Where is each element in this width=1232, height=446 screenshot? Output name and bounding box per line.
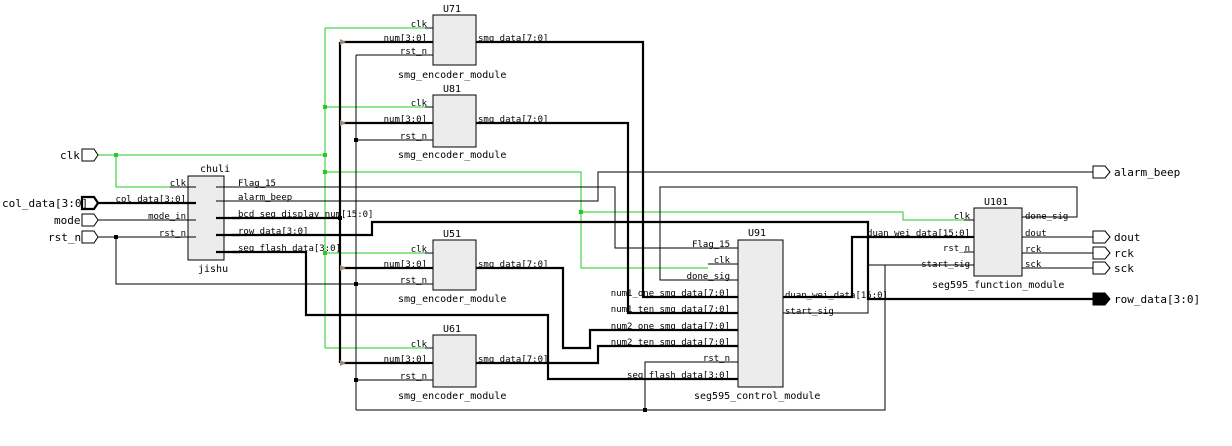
pin-label: num2_ten_smg_data[7:0] — [611, 338, 730, 348]
signal-nets — [98, 54, 1093, 412]
dout-port-label: dout — [1114, 231, 1141, 244]
pin-label: duan_wei_data[15:0] — [785, 291, 888, 301]
block-jishu[interactable]: chuli clk col_data[3:0] mode_in rst_n Fl… — [116, 164, 374, 275]
pin-label: num[3:0] — [384, 34, 427, 44]
block-module-name: smg_encoder_module — [398, 294, 506, 305]
pin-label: done_sig — [687, 272, 730, 282]
pin-label: clk — [954, 212, 971, 222]
block-instance-name: U71 — [443, 4, 461, 15]
pin-label: smg_data[7:0] — [478, 115, 548, 125]
pin-label: col_data[3:0] — [116, 195, 186, 205]
alarm-beep-port-symbol — [1092, 165, 1111, 179]
pin-label: smg_data[7:0] — [478, 355, 548, 365]
block-instance-name: U101 — [984, 197, 1008, 208]
pin-label: alarm_beep — [238, 193, 292, 203]
block-u81[interactable]: U81 clk num[3:0] rst_n smg_data[7:0] smg… — [384, 84, 549, 161]
rck-port-label: rck — [1114, 247, 1134, 260]
pin-label: num[3:0] — [384, 260, 427, 270]
pin-label: start_sig — [785, 307, 834, 317]
pin-label: clk — [714, 256, 731, 266]
block-module-name: seg595_function_module — [932, 280, 1064, 291]
pin-label: rst_n — [400, 372, 427, 382]
input-ports: clk col_data[3:0] mode rst_n — [2, 148, 100, 244]
block-module-name: smg_encoder_module — [398, 391, 506, 402]
pin-label: mode_in — [148, 212, 186, 222]
col-data-port-symbol — [80, 195, 100, 211]
dout-port-symbol — [1092, 230, 1111, 244]
pin-label: rst_n — [400, 47, 427, 57]
pin-label: done_sig — [1025, 212, 1068, 222]
pin-label: num1_one_smg_data[7:0] — [611, 289, 730, 299]
row-data-port-symbol — [1092, 292, 1111, 306]
pin-label: clk — [411, 245, 428, 255]
bus-nets — [98, 39, 1093, 381]
block-u51[interactable]: U51 clk num[3:0] rst_n smg_data[7:0] smg… — [384, 229, 549, 305]
block-u61[interactable]: U61 clk num[3:0] rst_n smg_data[7:0] smg… — [384, 324, 549, 402]
clock-net — [98, 27, 964, 349]
mode-port-symbol — [81, 213, 99, 227]
sck-port-symbol — [1092, 261, 1111, 275]
pin-label: rst_n — [400, 132, 427, 142]
pin-label: rst_n — [159, 229, 186, 239]
rst-n-port-label: rst_n — [48, 231, 81, 244]
pin-label: start_sig — [921, 260, 970, 270]
block-instance-name: U51 — [443, 229, 461, 240]
block-u71[interactable]: U71 clk num[3:0] rst_n smg_data[7:0] smg… — [384, 4, 549, 81]
alarm-beep-port-label: alarm_beep — [1114, 166, 1180, 179]
output-ports: alarm_beep dout rck sck row_data[3:0] — [1092, 165, 1200, 306]
pin-label: rst_n — [703, 354, 730, 364]
mode-port-label: mode — [54, 214, 81, 227]
block-u91[interactable]: U91 Flag_15 clk done_sig num1_one_smg_da… — [611, 228, 888, 402]
pin-label: num1_ten_smg_data[7:0] — [611, 305, 730, 315]
pin-label: sck — [1025, 260, 1042, 270]
block-module-name: jishu — [198, 264, 228, 275]
pin-label: dout — [1025, 229, 1047, 239]
col-data-port-label: col_data[3:0] — [2, 197, 88, 210]
pin-label: Flag_15 — [238, 179, 276, 189]
block-module-name: smg_encoder_module — [398, 70, 506, 81]
pin-label: Flag_15 — [692, 240, 730, 250]
rst-n-port-symbol — [81, 230, 99, 244]
pin-label: rst_n — [943, 244, 970, 254]
clk-port-label: clk — [60, 149, 80, 162]
pin-label: clk — [411, 20, 428, 30]
clk-port-symbol — [81, 148, 99, 162]
pin-label: clk — [411, 340, 428, 350]
pin-label: seg_flash_data[3:0] — [238, 244, 341, 254]
block-u101[interactable]: U101 clk duan_wei_data[15:0] rst_n start… — [867, 197, 1068, 291]
pin-label: num[3:0] — [384, 355, 427, 365]
block-instance-name: chuli — [200, 164, 230, 175]
pin-label: rck — [1025, 245, 1042, 255]
rck-port-symbol — [1092, 246, 1111, 260]
pin-label: clk — [170, 179, 187, 189]
pin-label: seg_flash_data[3:0] — [627, 371, 730, 381]
pin-label: smg_data[7:0] — [478, 260, 548, 270]
pin-label: row_data[3:0] — [238, 227, 308, 237]
pin-label: rst_n — [400, 276, 427, 286]
pin-label: smg_data[7:0] — [478, 34, 548, 44]
block-module-name: seg595_control_module — [694, 391, 820, 402]
pin-label: clk — [411, 99, 428, 109]
pin-label: num2_one_smg_data[7:0] — [611, 322, 730, 332]
block-instance-name: U91 — [748, 228, 766, 239]
block-instance-name: U81 — [443, 84, 461, 95]
pin-label: duan_wei_data[15:0] — [867, 229, 970, 239]
sck-port-label: sck — [1114, 262, 1134, 275]
pin-label: bcd_seg_display_num[15:0] — [238, 210, 373, 220]
pin-label: num[3:0] — [384, 115, 427, 125]
block-module-name: smg_encoder_module — [398, 150, 506, 161]
block-instance-name: U61 — [443, 324, 461, 335]
row-data-port-label: row_data[3:0] — [1114, 293, 1200, 306]
